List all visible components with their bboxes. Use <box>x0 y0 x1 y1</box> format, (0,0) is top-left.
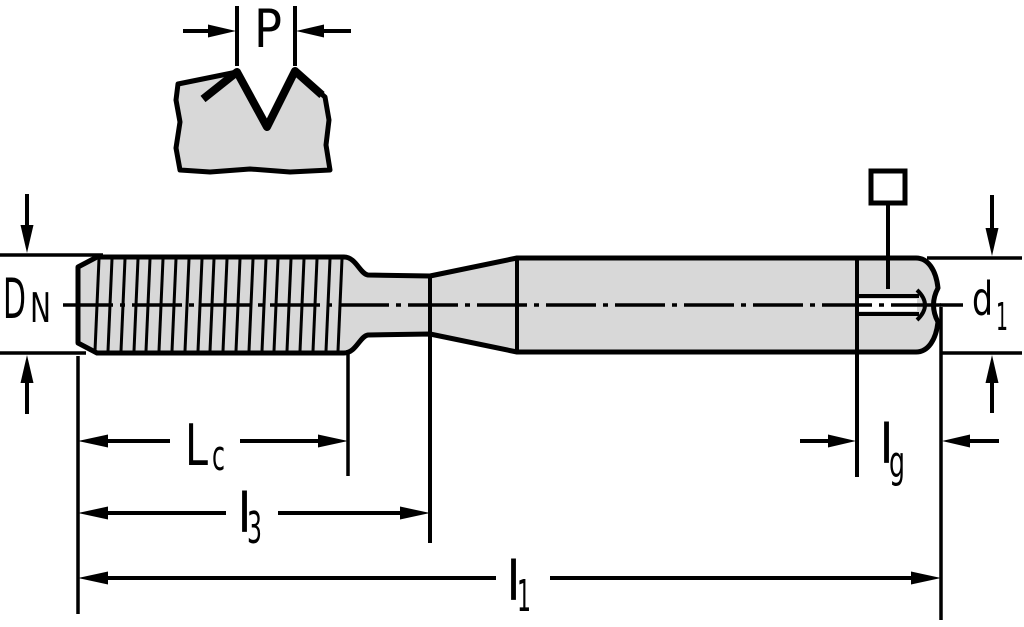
dn-arrow-top-head <box>20 225 34 253</box>
dn-label-main: D <box>3 267 26 331</box>
l1-label-main: l <box>506 550 521 613</box>
l1-arrow-left-head <box>78 571 108 585</box>
lg-label-main: l <box>879 413 894 476</box>
thread-crest-line <box>183 258 191 352</box>
dn-arrow-bottom-head <box>20 355 34 383</box>
lc-label-sub: c <box>212 431 225 480</box>
overall-length-dimension: l 1 <box>78 550 941 622</box>
l3-arrow-left-head <box>78 506 108 520</box>
thread-length-dimension: l 3 <box>78 482 430 554</box>
square-drive-icon <box>868 168 908 206</box>
shank-diameter-dimension: d 1 <box>927 195 1022 413</box>
shank-end-center-hole <box>857 288 927 322</box>
l1-arrow-right-head <box>911 571 941 585</box>
lc-label-main: L <box>185 413 208 479</box>
pitch-label: P <box>254 0 282 60</box>
square-drive-callout <box>868 168 908 289</box>
center-hole-band <box>859 299 917 311</box>
l3-arrow-right-head <box>400 506 430 520</box>
d1-label-main: d <box>972 272 993 326</box>
pitch-arrow-left-head <box>208 24 236 38</box>
thread-crest-line <box>196 258 204 352</box>
l3-label-main: l <box>237 482 252 545</box>
chamfer-length-dimension: L c <box>78 413 348 480</box>
d1-label-sub: 1 <box>996 295 1008 339</box>
d1-arrow-top-head <box>985 228 999 256</box>
nominal-diameter-dimension: D N <box>0 194 103 414</box>
lg-arrow-left-head <box>828 434 856 448</box>
tap-body <box>75 254 941 543</box>
l1-label-sub: 1 <box>517 571 531 622</box>
lc-arrow-right-head <box>318 434 348 448</box>
d1-arrow-bottom-head <box>985 355 999 383</box>
pitch-detail: P <box>173 0 351 175</box>
square-length-dimension: l g <box>800 413 999 488</box>
lg-arrow-right-head <box>942 434 970 448</box>
thread-flank-lines <box>200 67 325 131</box>
lg-label-sub: g <box>889 437 905 488</box>
thread-crest-line <box>260 258 268 352</box>
pitch-arrow-right-head <box>296 24 324 38</box>
dn-label-sub: N <box>30 284 51 332</box>
lc-arrow-left-head <box>78 434 108 448</box>
l3-label-sub: 3 <box>247 503 262 554</box>
